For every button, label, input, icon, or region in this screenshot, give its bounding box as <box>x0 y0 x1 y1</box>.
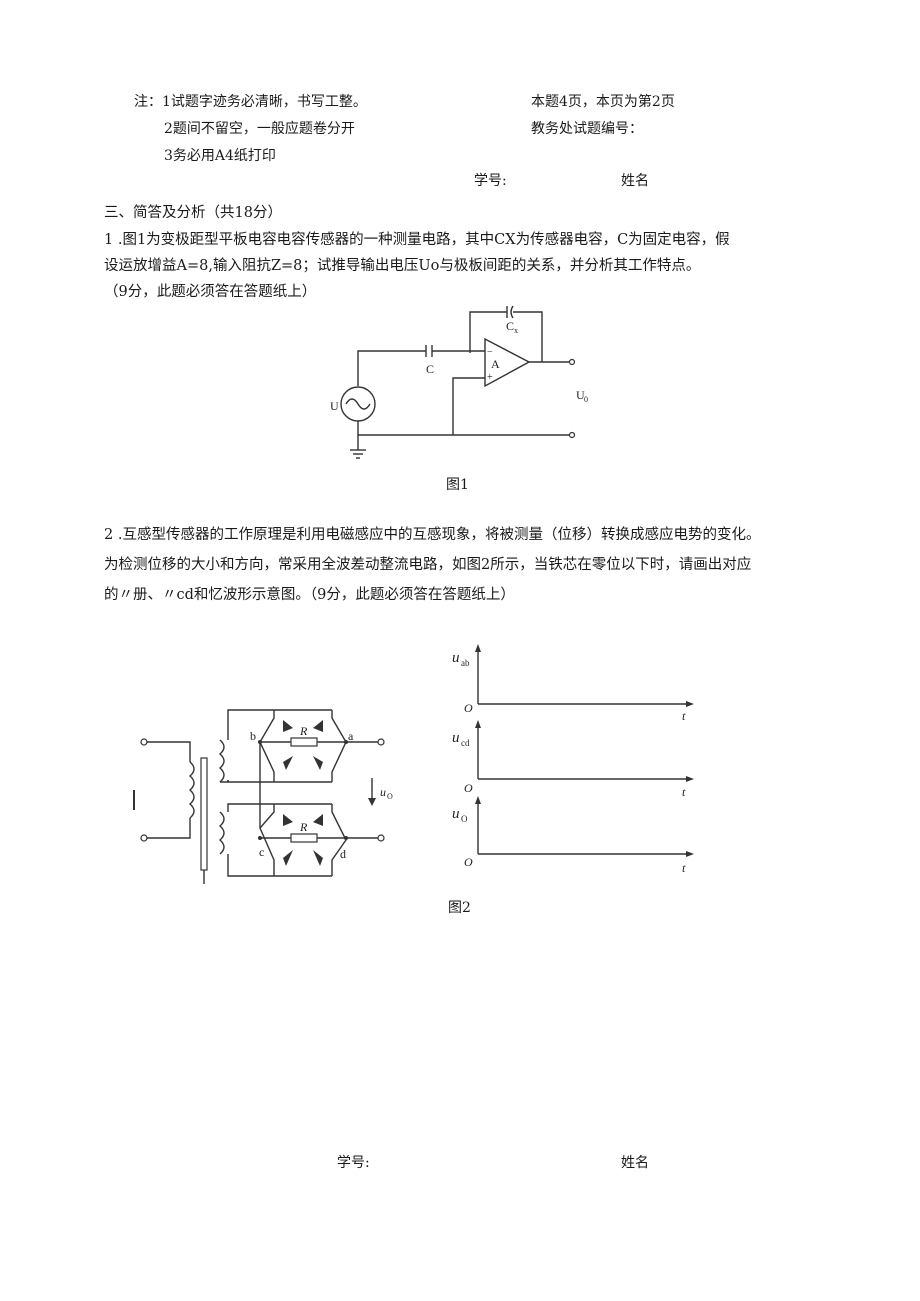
fig1-label-uo-sub: 0 <box>584 395 588 404</box>
fig2-label-uo: u <box>380 785 386 799</box>
fig1-sine-icon <box>345 398 371 410</box>
fig2-output-terminal-bottom <box>377 834 385 842</box>
axis-ucd-origin: O <box>464 781 473 795</box>
axis-ucd-ylabel: u <box>452 730 460 746</box>
fig2-diodes-lower <box>283 814 323 866</box>
fig1-label-plus: + <box>487 372 493 383</box>
fig2-input-terminal-top <box>140 738 148 746</box>
fig1-ground-rail <box>357 421 570 436</box>
note-2: 2题间不留空，一般应题卷分开 <box>164 121 355 137</box>
fig2-label-r-upper: R <box>299 724 308 738</box>
fig2-node-a <box>344 740 348 744</box>
fig1-label-cx-sub: x <box>514 326 518 335</box>
fig2-label-c: c <box>259 845 264 859</box>
fig1-feedback-right-wire <box>513 311 543 362</box>
page-info: 本题4页，本页为第2页 <box>531 94 675 110</box>
fig2-sec2-coil <box>218 811 225 855</box>
fig2-label-b: b <box>250 729 256 743</box>
axis-ucd-xlabel: t <box>682 785 686 799</box>
fig2-label-d: d <box>340 847 346 861</box>
arrow-down-icon <box>368 798 376 806</box>
ground-icon <box>350 449 366 459</box>
fig1-label-uo: U <box>576 388 585 402</box>
footer-name-label: 姓名 <box>621 1155 649 1171</box>
arrow-right-icon <box>686 776 694 782</box>
axis-ucd: u cd O t <box>452 720 694 799</box>
fig2-sec1-top-wire <box>227 709 274 740</box>
axis-uab-ylabel: u <box>452 650 460 666</box>
axis-uab: u ab O t <box>452 644 694 723</box>
fig1-opamp <box>484 337 531 388</box>
fig1-label-cx: C <box>506 319 514 333</box>
fig2-diodes-upper <box>283 720 323 770</box>
arrow-up-icon <box>475 720 481 728</box>
fig2-input-terminal-bottom <box>140 834 148 842</box>
q1-line3: （9分，此题必须答在答题纸上） <box>104 284 317 300</box>
axis-uo-xlabel: t <box>682 861 686 875</box>
fig1-plus-input-wire <box>452 377 485 435</box>
fig1-label-u: U <box>330 399 339 413</box>
fig2-sec2-top-wire <box>227 803 274 812</box>
fig2-sec1-coil <box>218 739 225 783</box>
arrow-up-icon <box>475 644 481 652</box>
fig2-resistor-upper <box>290 737 318 747</box>
q2-line3: 的〃册、〃cd和忆波形示意图。（9分，此题必须答在答题纸上） <box>104 587 515 603</box>
fig1-source-top-wire <box>357 350 426 386</box>
figure-2-waveform-axes: u ab O t u cd O t u O O t <box>452 644 694 875</box>
note-1: 注：1试题字迹务必清晰，书写工整。 <box>134 94 367 110</box>
fig1-cx-plate-2 <box>510 305 514 319</box>
fig2-bridge1-left <box>259 710 275 782</box>
fig2-primary-coil <box>188 761 195 819</box>
fig2-bridge2-right <box>331 804 347 876</box>
q2-line2: 为检测位移的大小和方向，常采用全波差动整流电路，如图2所示，当铁芯在零位以下时，… <box>104 557 752 573</box>
figure-2-circuit: R b a u O R c d <box>133 709 393 884</box>
axis-uab-origin: O <box>464 701 473 715</box>
arrow-right-icon <box>686 701 694 707</box>
exam-code-label: 教务处试题编号： <box>531 121 643 137</box>
student-id-label: 学号: <box>474 173 507 189</box>
section-title: 三、简答及分析（共18分） <box>104 205 282 221</box>
arrow-right-icon <box>686 851 694 857</box>
name-label: 姓名 <box>621 173 649 189</box>
axis-uab-ysub: ab <box>461 658 470 668</box>
q2-line1: 2 .互感型传感器的工作原理是利用电磁感应中的互感现象，将被测量（位移）转换成感… <box>104 527 761 543</box>
fig2-bridge2-left <box>259 804 275 876</box>
fig2-output-terminal-top <box>377 738 385 746</box>
fig2-label-r-lower: R <box>299 820 308 834</box>
fig1-ground-terminal <box>568 431 576 439</box>
note-3: 3务必用A4纸打印 <box>164 148 276 164</box>
axis-ucd-ysub: cd <box>461 738 470 748</box>
fig1-feedback-left-wire <box>469 311 507 353</box>
fig2-node-c <box>258 836 262 840</box>
axis-uab-xlabel: t <box>682 709 686 723</box>
fig2-primary-bottom-wire <box>147 818 191 839</box>
figure-1-caption: 图1 <box>446 477 469 493</box>
fig1-label-c: C <box>426 362 434 376</box>
fig2-label-a: a <box>348 729 354 743</box>
figure-1-circuit: C x C A − + U U 0 <box>330 305 588 459</box>
axis-uo: u O O t <box>452 796 694 875</box>
q1-line2: 设运放增益A=8,输入阻抗Z=8；试推导输出电压Uo与极板间距的关系，并分析其工… <box>104 258 701 274</box>
figure-2-caption: 图2 <box>448 900 471 916</box>
fig2-label-uo-sub: O <box>387 792 393 801</box>
fig2-primary-top-wire <box>147 741 191 762</box>
axis-uo-ylabel: u <box>452 806 460 822</box>
fig2-bridge1-right <box>331 710 347 782</box>
axis-uo-origin: O <box>464 855 473 869</box>
fig2-resistor-lower <box>290 833 318 843</box>
fig2-sec2-bottom-wire <box>227 854 274 877</box>
fig1-label-a: A <box>491 357 500 371</box>
q1-line1: 1 .图1为变极距型平板电容电容传感器的一种测量电路，其中CX为传感器电容，C为… <box>104 232 730 248</box>
footer-student-id-label: 学号: <box>337 1155 370 1171</box>
fig2-node-d <box>344 836 348 840</box>
axis-uo-ysub: O <box>461 814 468 824</box>
fig2-core <box>200 757 208 871</box>
fig1-output-terminal <box>568 358 576 366</box>
arrow-up-icon <box>475 796 481 804</box>
fig1-label-minus: − <box>487 347 493 358</box>
